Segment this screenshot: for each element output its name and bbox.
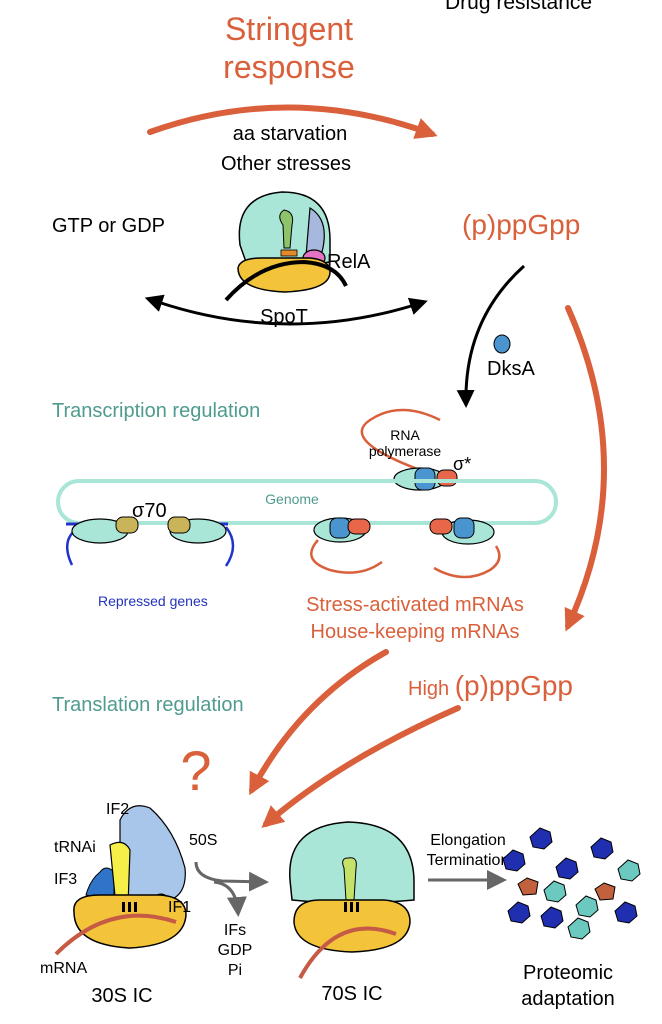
- spot-double-arrow: [144, 294, 428, 326]
- translation-title: Translation regulation: [52, 694, 244, 716]
- 70s-ic-label: 70S IC: [321, 983, 382, 1005]
- drug-resistance-label: Drug resistance: [445, 0, 592, 14]
- elongation-label: Elongation: [430, 832, 506, 849]
- repressed-genes-label: Repressed genes: [98, 593, 208, 609]
- stress-rnap-2-icon: [429, 517, 501, 579]
- title-line-2: response: [223, 49, 355, 85]
- rnap-label-line2: polymerase: [369, 443, 442, 459]
- termination-label: Termination: [427, 852, 510, 869]
- 30s-initiation-complex-icon: [54, 805, 187, 956]
- sigma-star-label: σ*: [453, 454, 471, 474]
- ppgpp-to-transcription-arrow: [456, 264, 526, 408]
- stress-line-1: aa starvation: [233, 123, 348, 145]
- gdp-label: GDP: [218, 942, 253, 959]
- stress-mrnas-label: Stress-activated mRNAs: [306, 594, 524, 616]
- dksa-label: DksA: [487, 358, 535, 380]
- transcription-title: Transcription regulation: [52, 400, 260, 422]
- release-factors-arrow: [213, 880, 247, 917]
- 30s-ic-label: 30S IC: [91, 985, 152, 1007]
- rnap-label-line1: RNA: [390, 427, 420, 443]
- ppgpp-label: (p)ppGpp: [462, 209, 580, 240]
- repressed-rnap-1-icon: [65, 516, 139, 566]
- proteins-icon: [502, 827, 641, 940]
- proteomic-label-1: Proteomic: [523, 962, 613, 984]
- high-ppgpp-to-70s-arrow: [261, 705, 461, 828]
- housekeeping-mrnas-label: House-keeping mRNAs: [311, 621, 520, 643]
- genome-label: Genome: [265, 491, 319, 507]
- rela-label: RelA: [327, 251, 371, 273]
- rnap-mrna-loop: [360, 408, 441, 472]
- high-ppgpp-label: High (p)ppGpp: [408, 670, 573, 701]
- question-mark: ?: [180, 739, 211, 802]
- repressed-rnap-2-icon: [167, 516, 235, 567]
- title-line-1: Stringent: [225, 11, 353, 47]
- 50s-joining-arrow: [194, 861, 269, 892]
- gtp-gdp-label: GTP or GDP: [52, 215, 165, 237]
- if1-label: IF1: [168, 899, 191, 916]
- 50s-label: 50S: [189, 832, 217, 849]
- stress-line-2: Other stresses: [221, 153, 351, 175]
- pi-label: Pi: [228, 962, 242, 979]
- 70s-initiation-complex-icon: [289, 821, 415, 979]
- if2-label: IF2: [106, 801, 129, 818]
- mrna-label: mRNA: [40, 960, 87, 977]
- spot-label: SpoT: [260, 306, 308, 328]
- trnai-label: tRNAi: [54, 839, 96, 856]
- genome-loop: [56, 479, 558, 525]
- ribosome-rela-icon: [224, 191, 348, 302]
- high-prefix: High: [408, 678, 455, 700]
- high-ppgpp-value: (p)ppGpp: [455, 670, 573, 701]
- dksa-icon: [493, 334, 511, 354]
- transcription-to-translation-arrow: [249, 649, 389, 796]
- ifs-label: IFs: [224, 922, 246, 939]
- sigma70-label: σ70: [132, 500, 167, 522]
- stress-rnap-1-icon: [310, 517, 383, 574]
- proteomic-label-2: adaptation: [521, 988, 614, 1010]
- ppgpp-to-high-arrow: [564, 305, 607, 632]
- if3-label: IF3: [54, 871, 77, 888]
- stress-arrow: [147, 104, 438, 139]
